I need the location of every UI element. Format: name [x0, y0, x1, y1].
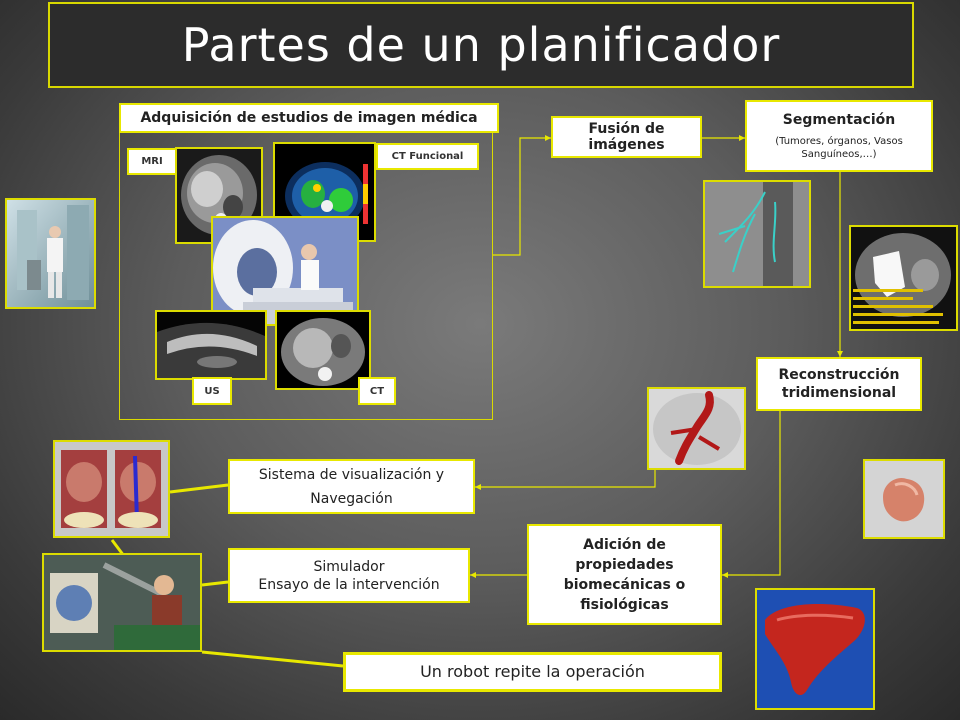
angiography-image — [703, 180, 811, 288]
visualization-line2: Navegación — [310, 490, 393, 507]
liver-model-image — [755, 588, 875, 710]
vessel-render-image — [647, 387, 746, 470]
robot-box: Un robot repite la operación — [343, 652, 722, 692]
ct-image — [275, 310, 371, 390]
doctor-photo — [5, 198, 96, 309]
title-frame — [48, 2, 914, 88]
biomechanics-line3: biomecánicas o — [563, 576, 686, 593]
visualization-line1: Sistema de visualización y — [258, 466, 445, 483]
biomechanics-box: Adición de propiedades biomecánicas o fi… — [527, 524, 722, 625]
reconstruction-line1: Reconstrucción — [778, 367, 900, 383]
segmented-ct-image — [849, 225, 958, 331]
ct-funcional-label: CT Funcional — [376, 143, 479, 170]
ct-label: CT — [358, 377, 396, 405]
scanner-photo — [211, 216, 359, 326]
simulator-line2: Ensayo de la intervención — [258, 576, 440, 593]
simulator-photo — [42, 553, 202, 652]
biomechanics-line1: Adición de — [583, 536, 666, 553]
simulator-box: Simulador Ensayo de la intervención — [228, 548, 470, 603]
us-image — [155, 310, 267, 380]
mri-label: MRI — [127, 148, 177, 175]
anatomy-navigation-image — [53, 440, 170, 538]
segmentation-box: Segmentación (Tumores, órganos, Vasos Sa… — [745, 100, 933, 172]
page-title: Partes de un planificador — [181, 18, 781, 72]
biomechanics-line2: propiedades — [575, 556, 674, 573]
reconstruction-box: Reconstrucción tridimensional — [756, 357, 922, 411]
biomechanics-line4: fisiológicas — [580, 596, 669, 613]
us-label: US — [192, 377, 232, 405]
robot-label: Un robot repite la operación — [420, 662, 645, 681]
segmentation-title: Segmentación — [782, 112, 896, 128]
segmentation-subtitle: (Tumores, órganos, Vasos Sanguíneos,…) — [775, 136, 903, 160]
visualization-box: Sistema de visualización y Navegación — [228, 459, 475, 514]
fusion-box: Fusión de imágenes — [551, 116, 702, 158]
acquisition-label: Adquisición de estudios de imagen médica — [119, 103, 499, 133]
fusion-label: Fusión de imágenes — [588, 121, 665, 153]
reconstruction-line2: tridimensional — [781, 385, 897, 401]
simulator-line1: Simulador — [313, 558, 385, 575]
organ-model-image — [863, 459, 945, 539]
